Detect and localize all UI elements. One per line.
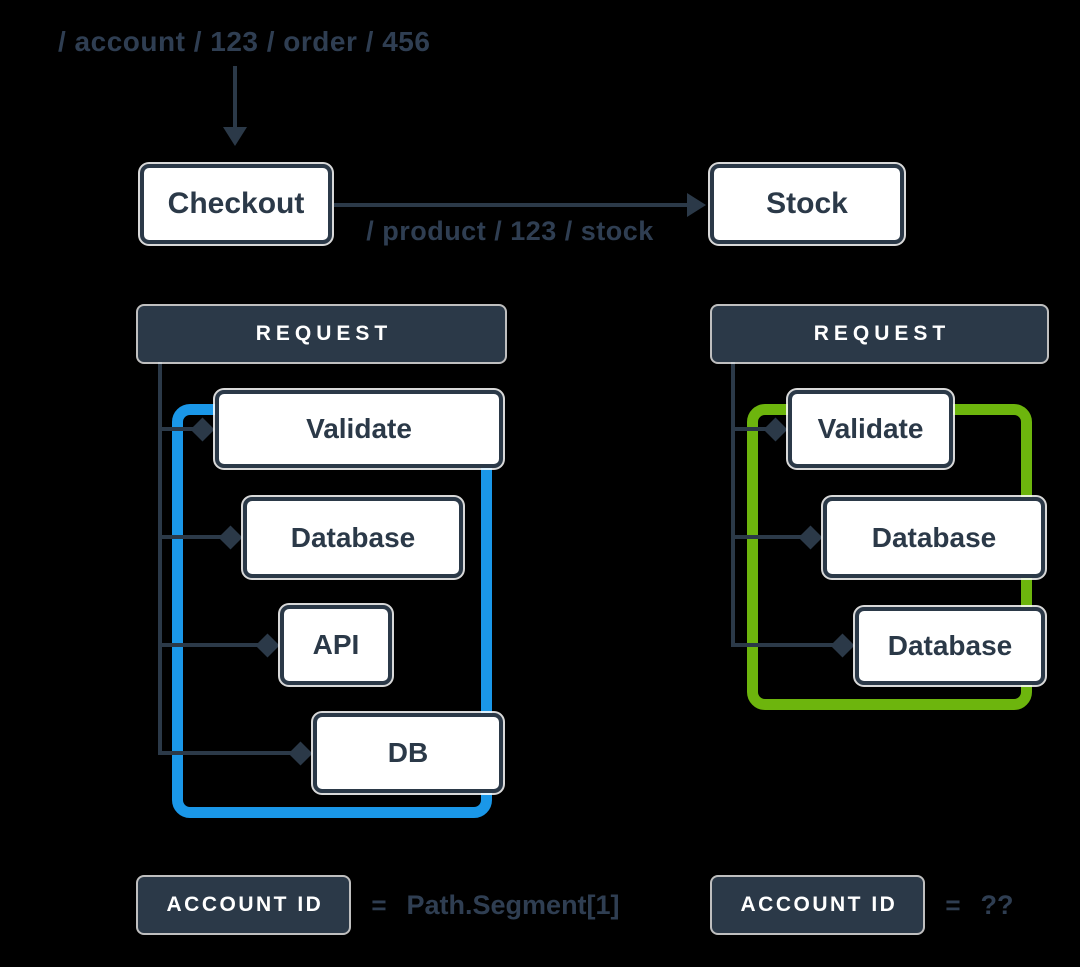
left-step-api-node: API <box>280 605 392 685</box>
right-account-id-value: ?? <box>980 889 1014 920</box>
left-trunk-line <box>158 362 162 755</box>
right-trunk-line <box>731 362 735 647</box>
left-step-validate-node: Validate <box>215 390 503 468</box>
step-label: Validate <box>817 413 924 444</box>
connector-line <box>158 751 300 755</box>
left-step-database-node: Database <box>243 497 463 578</box>
outgoing-path-label: / product / 123 / stock <box>366 216 654 246</box>
step-label: API <box>312 629 360 660</box>
connector-line <box>731 427 775 431</box>
left-account-id-badge: ACCOUNT ID <box>138 877 350 933</box>
step-label: Database <box>290 521 416 553</box>
right-step-database2-node: Database <box>855 607 1045 685</box>
equals-sign: = <box>945 889 961 920</box>
connector-line <box>731 535 810 539</box>
incoming-path-label: / account / 123 / order / 456 <box>58 26 431 57</box>
left-account-id-row: ACCOUNT ID = Path.Segment[1] <box>138 877 620 933</box>
equals-sign: = <box>371 889 387 920</box>
left-step-db-node: DB <box>313 713 503 793</box>
down-arrow-icon <box>223 127 247 146</box>
checkout-service-node: Checkout <box>140 164 332 244</box>
right-step-validate-node: Validate <box>788 390 953 468</box>
connector-line <box>158 427 202 431</box>
left-request-header: REQUEST <box>138 306 505 362</box>
step-label: Validate <box>306 413 412 444</box>
right-step-database-node: Database <box>823 497 1045 578</box>
checkout-service-label: Checkout <box>167 187 305 220</box>
stock-service-label: Stock <box>766 187 848 220</box>
request-arrow-line <box>334 203 690 207</box>
connector-line <box>158 643 267 647</box>
step-label: Database <box>887 630 1013 661</box>
stock-service-node: Stock <box>710 164 904 244</box>
right-arrow-icon <box>687 193 706 217</box>
right-request-header: REQUEST <box>712 306 1047 362</box>
step-label: Database <box>871 521 997 553</box>
connector-line <box>731 643 842 647</box>
left-account-id-value: Path.Segment[1] <box>406 889 620 920</box>
step-label: DB <box>387 737 429 768</box>
connector-line <box>158 535 230 539</box>
right-account-id-badge: ACCOUNT ID <box>712 877 924 933</box>
right-account-id-row: ACCOUNT ID = ?? <box>712 877 1014 933</box>
down-arrow-line <box>233 66 237 128</box>
